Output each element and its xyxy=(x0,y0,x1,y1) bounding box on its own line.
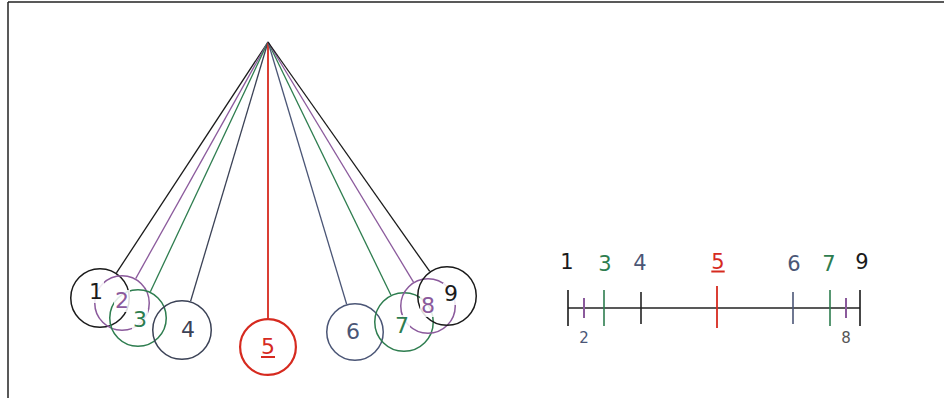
scale-number: 4 xyxy=(633,253,646,274)
position-number: 3 xyxy=(132,309,148,331)
scale-number: 1 xyxy=(560,252,573,273)
pendulum-string xyxy=(268,42,413,282)
position-number: 8 xyxy=(420,295,436,317)
scale-tick xyxy=(716,286,718,328)
scale-tick xyxy=(567,290,569,326)
frame-line xyxy=(8,1,944,3)
pendulum-bob: 4 xyxy=(152,300,212,360)
scale-tick xyxy=(603,290,605,326)
scale-number: 8 xyxy=(841,331,851,346)
position-number: 7 xyxy=(394,315,410,337)
bob-circle xyxy=(95,276,150,331)
scale-tick xyxy=(829,290,831,326)
pendulum-string xyxy=(268,42,430,271)
position-number: 4 xyxy=(180,319,196,341)
scale-tick xyxy=(859,290,861,326)
scale-tick xyxy=(583,298,585,318)
pendulum-string xyxy=(191,42,268,301)
bob-circle xyxy=(153,301,212,360)
position-number: 1 xyxy=(88,281,104,303)
position-number: 6 xyxy=(345,321,361,343)
pendulum-string xyxy=(268,42,391,295)
scale-line xyxy=(568,307,860,309)
bob-circle xyxy=(240,319,296,375)
pendulum-bob: 5 xyxy=(239,318,297,376)
pendulum-bob: 6 xyxy=(326,303,384,361)
scale-number: 5 xyxy=(711,252,724,273)
position-number: 5 xyxy=(260,336,276,358)
scale-number: 3 xyxy=(598,254,611,275)
scale-number: 9 xyxy=(855,252,868,273)
bob-circle xyxy=(110,290,167,347)
frame-line xyxy=(7,2,9,398)
scale-number: 6 xyxy=(787,254,800,275)
pendulum-string xyxy=(136,42,268,279)
scale-tick xyxy=(792,292,794,324)
position-number: 9 xyxy=(443,283,459,305)
scale-number: 2 xyxy=(579,331,589,346)
pendulum-string xyxy=(268,42,347,304)
pendulum-string xyxy=(267,42,269,318)
position-number: 2 xyxy=(114,290,130,312)
pendulum-string xyxy=(150,42,268,292)
pendulum-string xyxy=(116,42,268,273)
bob-circle xyxy=(327,304,384,361)
scale-tick xyxy=(845,298,847,318)
scale-number: 7 xyxy=(822,254,835,275)
scale-tick xyxy=(640,292,642,324)
bob-circle xyxy=(418,267,477,326)
